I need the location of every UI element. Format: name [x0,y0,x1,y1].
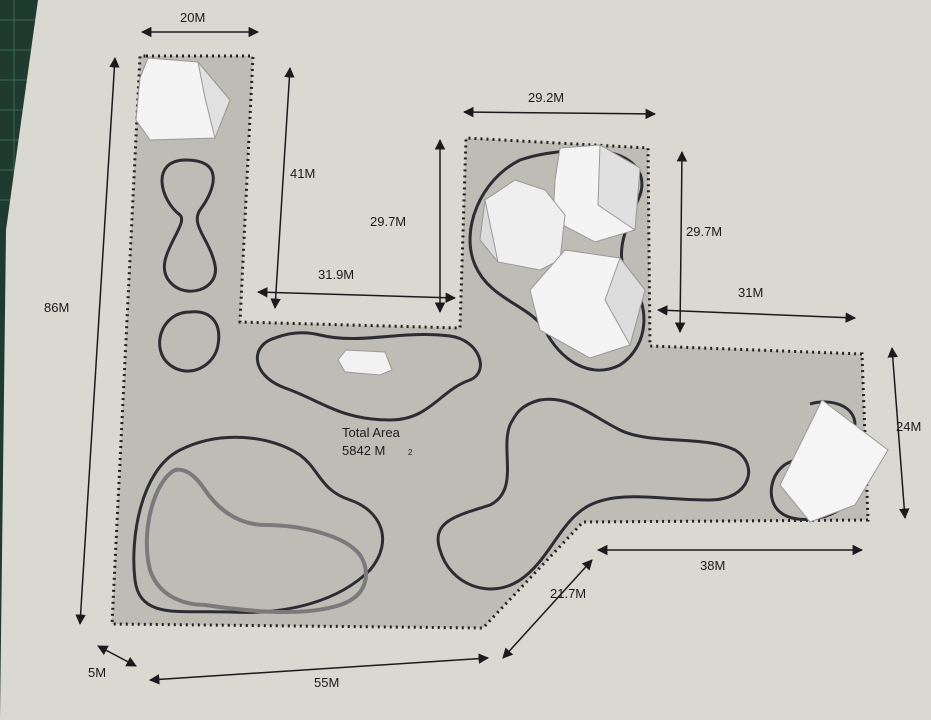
building-models [135,57,889,523]
peanut-path [160,158,217,293]
circle-path [158,310,221,373]
dim-notch-width: 31.9M [318,267,354,282]
dim-bottom-right-width: 38M [700,558,725,573]
lower-left-path [132,435,385,614]
dim-corner-offset: 5M [88,665,106,680]
dim-top-block-height: 29.7M [686,224,722,239]
right-loop-top-path [809,400,857,426]
dim-notch-height: 29.7M [370,214,406,229]
dim-right-ledge-width: 31M [738,285,763,300]
dim-left-arm-height: 41M [290,166,315,181]
model-right [779,399,889,523]
dim-top-block-width: 29.2M [528,90,564,105]
model-small [337,349,393,376]
total-area-superscript: 2 [408,448,413,457]
dim-bottom-width: 55M [314,675,339,690]
pond-path [256,331,482,422]
dim-top-left-width: 20M [180,10,205,25]
center-blob-path [436,397,751,591]
dimension-lines [75,26,910,685]
site-boundary [110,54,870,630]
total-area-label: Total Area [342,425,401,440]
dim-left-height: 86M [44,300,69,315]
dim-right-height: 24M [896,419,921,434]
wire-stream [144,467,368,615]
dim-diagonal: 21.7M [550,586,586,601]
total-area-value: 5842 M [342,443,385,458]
